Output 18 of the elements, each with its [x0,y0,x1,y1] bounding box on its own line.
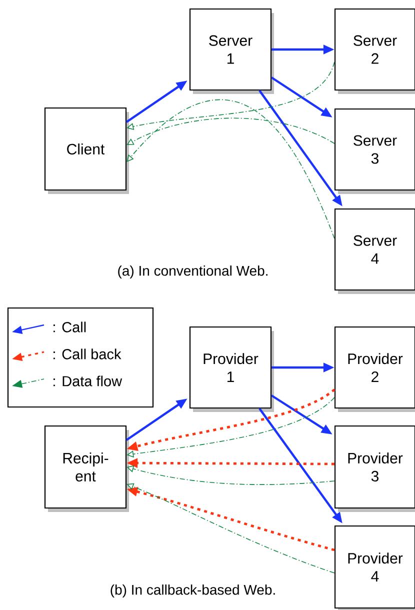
data-flow-arrow [126,118,335,145]
caption: (b) In callback-based Web. [110,584,275,598]
process-box: Provider 4 [334,525,415,610]
data-flow-arrow [126,483,335,574]
legend-label: : Data flow [54,376,122,386]
process-box: Server 2 [334,8,415,94]
process-box: Client [44,107,129,194]
process-box: Server 1 [189,8,274,94]
legend-label: : Call back [54,348,122,360]
process-box: Server 4 [334,208,415,294]
legend-label: : Call [54,322,86,332]
caption: (a) In conventional Web. [118,265,268,279]
process-box: Provider 2 [334,326,415,412]
process-box: Server 3 [334,108,415,194]
process-box: Provider 3 [334,425,415,512]
process-box: Recipi- ent [44,425,129,512]
process-box: Provider 1 [189,326,274,412]
data-flow-arrow [126,99,335,239]
